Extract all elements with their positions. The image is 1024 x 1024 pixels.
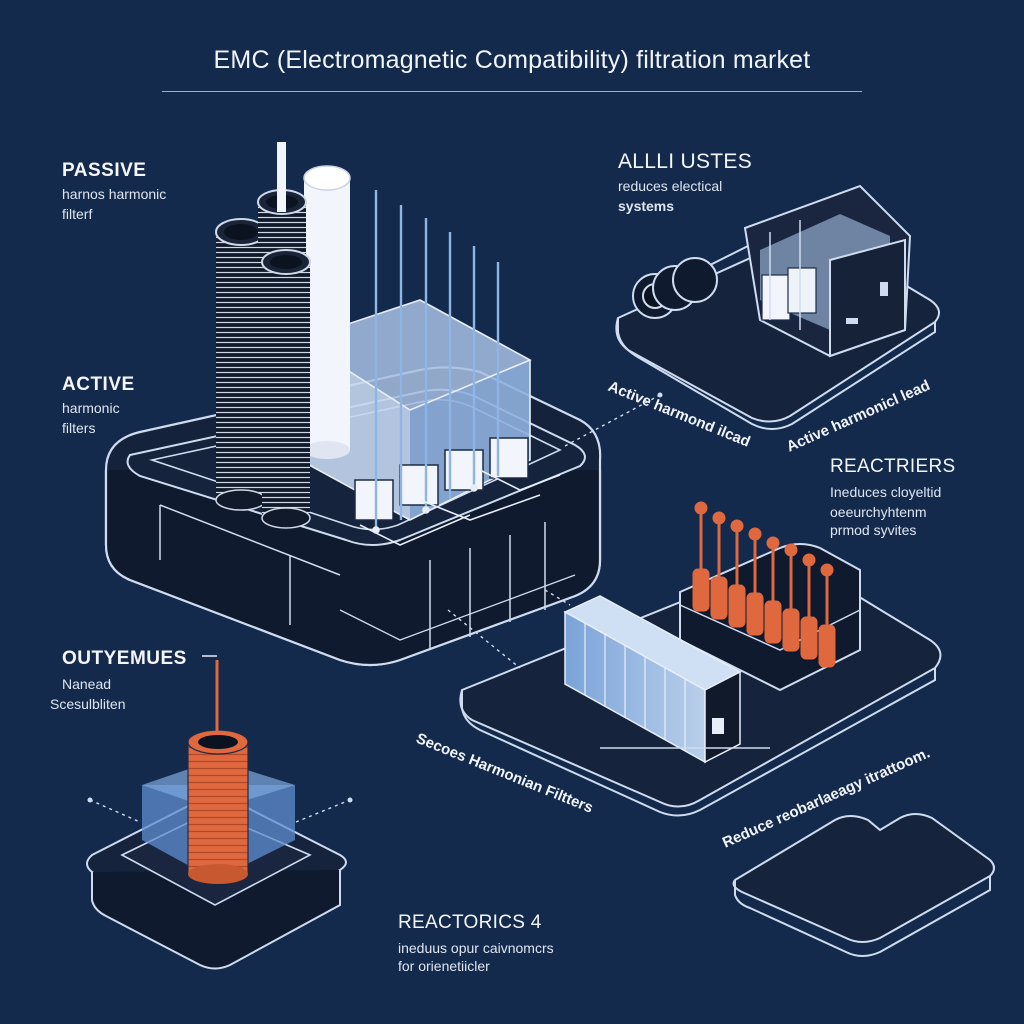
active-line-2: filters — [62, 420, 96, 436]
title-divider — [162, 91, 862, 92]
reactriers-heading: REACTRIERS — [830, 456, 956, 477]
active-line-1: harmonic — [62, 400, 120, 416]
outyemues-line-1: Nanead — [62, 676, 112, 692]
base-plate — [732, 813, 995, 957]
alllustes-line-2: systems — [618, 198, 675, 214]
coil-stack-front — [261, 249, 311, 529]
harmonic-device-platform — [615, 184, 940, 430]
outyemues-line-2: Scesulbliten — [50, 696, 126, 712]
reactriers-line-3: prmod syvites — [830, 522, 917, 538]
outyemues-heading: OUTYEMUES — [62, 648, 187, 669]
reactorics-heading: REACTORICS 4 — [398, 912, 542, 933]
orange-resistor-array — [692, 501, 836, 668]
orange-coil-device — [86, 655, 347, 970]
electrode-rods — [374, 190, 500, 530]
reactriers-line-2: oeeurchyhtenm — [830, 504, 927, 520]
rod-connectors — [359, 469, 561, 546]
reactriers-line-1: Ineduces cloyeltid — [830, 484, 942, 500]
reactorics-line-1: ineduus opur caivnomcrs — [398, 940, 554, 956]
passive-line-1: harnos harmonic — [62, 186, 167, 202]
reactorics-line-2: for orienetiicler — [398, 958, 490, 974]
blue-capacitor-bank — [563, 595, 770, 764]
passive-line-2: filterf — [62, 206, 93, 222]
alllustes-heading: ALLLI USTES — [618, 150, 753, 173]
leader-dots — [87, 392, 663, 803]
alllustes-line-1: reduces electical — [618, 178, 723, 194]
coil-stack-left — [215, 218, 267, 511]
white-cylinder — [303, 165, 351, 459]
page-title: EMC (Electromagnetic Compatibility) filt… — [213, 46, 811, 74]
leader-lines — [89, 394, 661, 823]
passive-heading: PASSIVE — [62, 160, 147, 181]
active-heading: ACTIVE — [62, 374, 135, 395]
